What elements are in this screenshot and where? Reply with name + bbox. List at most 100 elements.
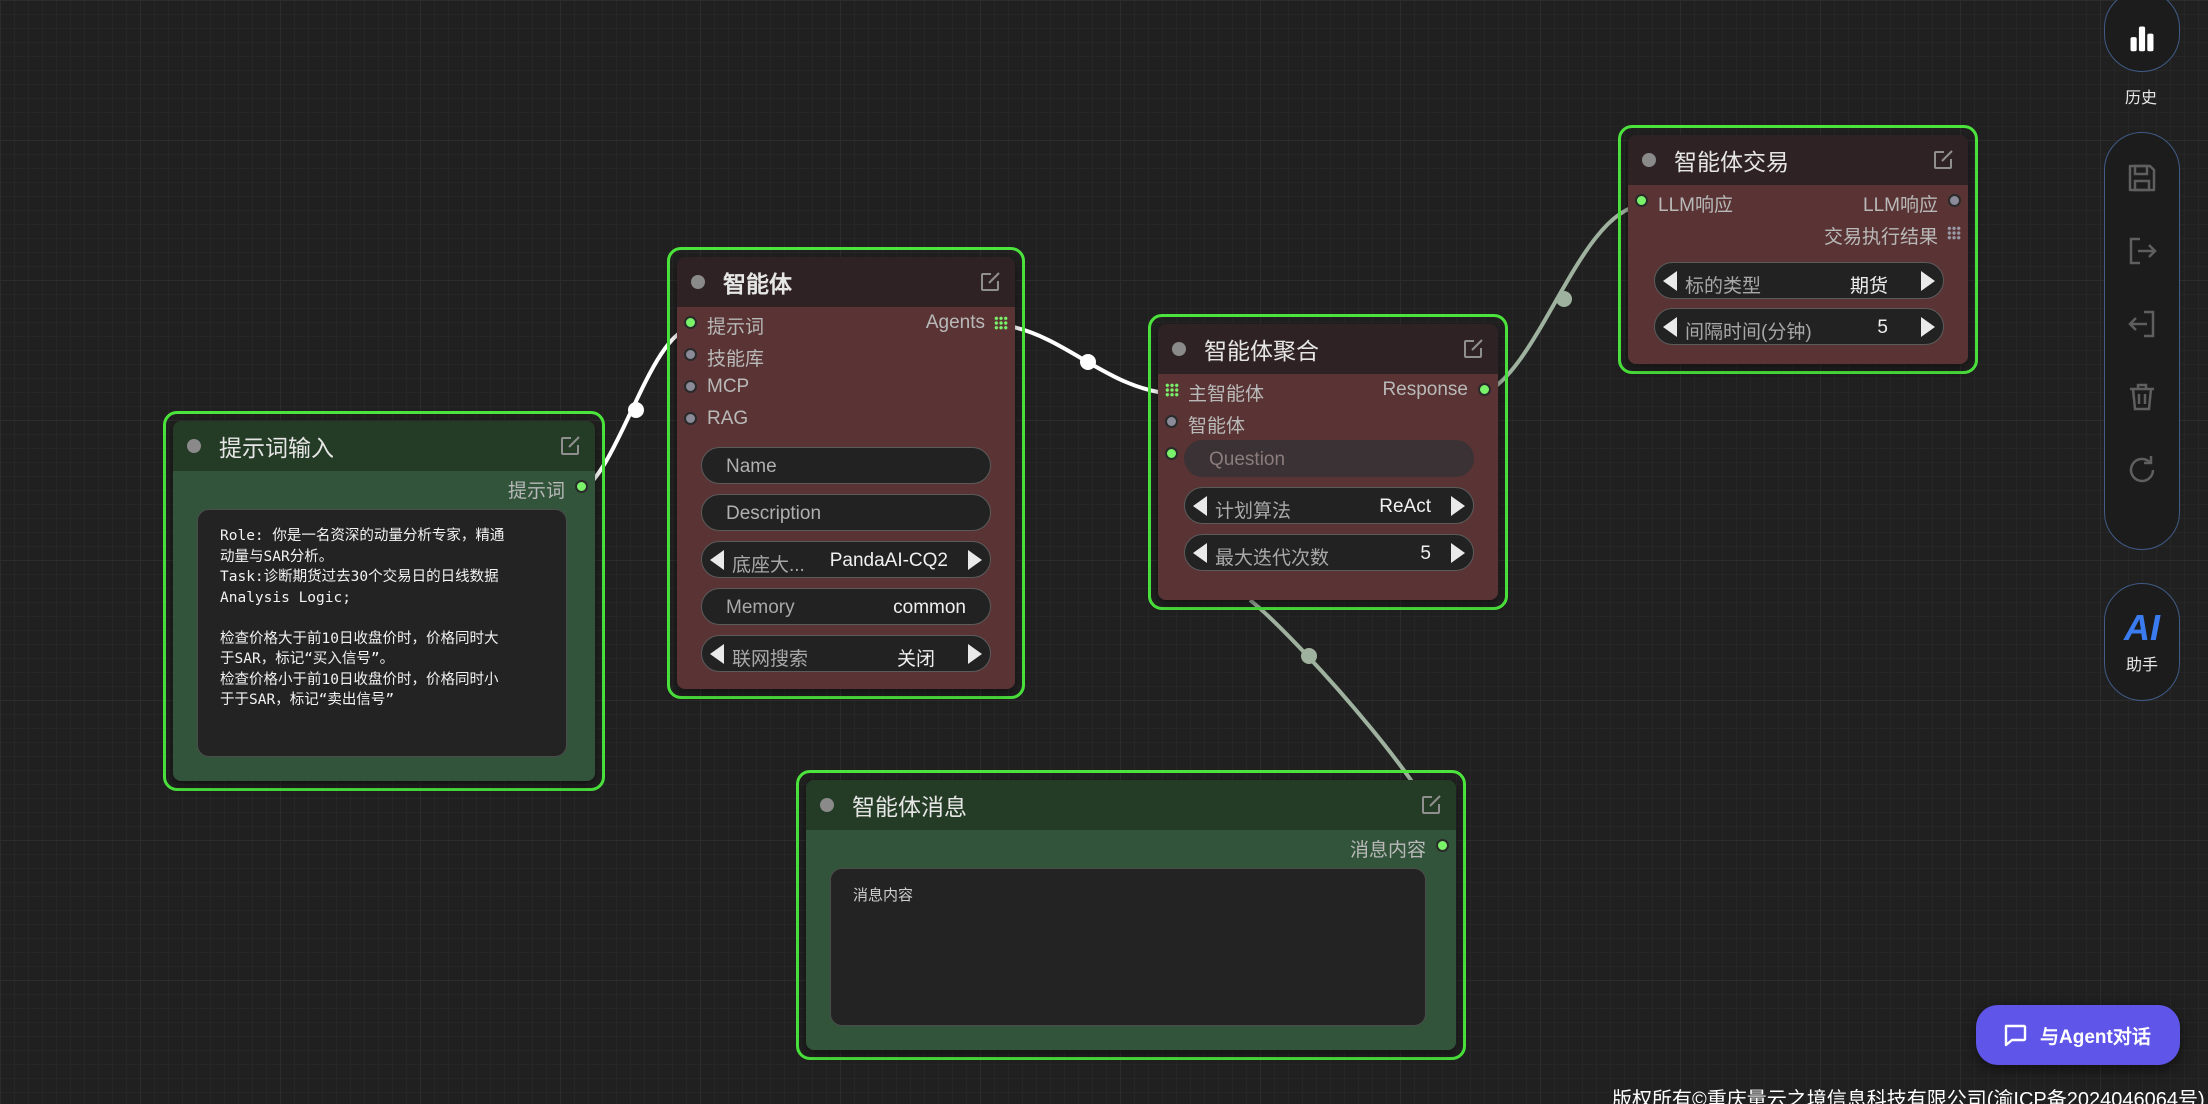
trash-icon[interactable] [2125,380,2159,414]
node-header[interactable]: 智能体交易 [1628,135,1968,185]
message-textarea[interactable]: 消息内容 [830,868,1426,1026]
prompt-input-node[interactable]: 提示词输入 提示词 Role: 你是一名资深的动量分析专家，精通 动量与SAR分… [163,411,605,791]
edit-icon[interactable] [1420,794,1442,816]
input-port-label: 技能库 [707,349,765,370]
combo-label: 联网搜索 [732,649,809,670]
target-type-combo[interactable]: 标的类型 期货 [1654,262,1944,299]
output-port-row: 提示词 [173,471,595,503]
combo-value: ReAct [1379,496,1431,517]
name-input-label: Name [726,456,777,477]
output-port-label: 交易执行结果 [1823,227,1938,248]
combo-value: 关闭 [896,649,935,670]
copyright-footer: 版权所有©重庆量云之境信息科技有限公司(渝ICP备2024046064号) [1612,1089,2205,1104]
edit-icon[interactable] [1932,149,1954,171]
combo-label: 最大迭代次数 [1215,548,1330,569]
increment-arrow-icon[interactable] [1921,271,1935,291]
input-port-dot[interactable] [684,316,697,329]
combo-label: 间隔时间(分钟) [1685,322,1812,343]
question-placeholder: Question [1209,449,1286,470]
prompt-textarea[interactable]: Role: 你是一名资深的动量分析专家，精通 动量与SAR分析。 Task:诊断… [197,509,567,757]
edit-icon[interactable] [1462,338,1484,360]
ai-assistant-button[interactable]: AI 助手 [2104,583,2180,701]
name-input[interactable]: Name [701,447,991,484]
node-title: 智能体 [723,271,792,297]
toolbar-group [2104,132,2180,550]
export-icon[interactable] [2125,234,2159,268]
question-port-dot[interactable] [1165,447,1178,460]
node-title: 智能体聚合 [1204,338,1319,364]
input-port-row: RAG [677,403,1015,435]
decrement-arrow-icon[interactable] [1663,271,1677,291]
output-port-label: LLM响应 [1863,195,1938,216]
collapse-dot-icon[interactable] [187,439,201,453]
input-port-row: 技能库 [677,339,1015,371]
node-title: 提示词输入 [219,435,334,461]
increment-arrow-icon[interactable] [1451,496,1465,516]
decrement-arrow-icon[interactable] [1193,543,1207,563]
web-search-combo[interactable]: 联网搜索 关闭 [701,635,991,672]
increment-arrow-icon[interactable] [968,550,982,570]
collapse-dot-icon[interactable] [820,798,834,812]
input-port-dot[interactable] [1165,415,1178,428]
max-iterations-combo[interactable]: 最大迭代次数 5 [1184,534,1474,571]
grid-port-icon[interactable] [994,316,1008,330]
decrement-arrow-icon[interactable] [710,644,724,664]
agent-aggregate-node[interactable]: 智能体聚合 主智能体 Response 智能体 Question 计划算法 Re… [1148,314,1508,610]
bar-chart-icon [2130,26,2154,52]
refresh-icon[interactable] [2125,453,2159,487]
memory-label: Memory [726,597,795,618]
collapse-dot-icon[interactable] [1642,153,1656,167]
node-header[interactable]: 智能体聚合 [1158,324,1498,374]
output-port-row: 消息内容 [806,830,1456,862]
input-port-dot[interactable] [1635,194,1648,207]
output-port-dot[interactable] [1478,383,1491,396]
combo-value: 5 [1877,317,1888,338]
base-model-combo[interactable]: 底座大... PandaAI-CQ2 [701,541,991,578]
agent-trade-node[interactable]: 智能体交易 LLM响应 LLM响应 交易执行结果 标的类型 期货 [1618,125,1978,374]
decrement-arrow-icon[interactable] [1193,496,1207,516]
node-header[interactable]: 智能体 [677,257,1015,307]
edit-icon[interactable] [559,435,581,457]
node-title: 智能体交易 [1674,149,1789,175]
combo-value: PandaAI-CQ2 [829,550,948,571]
memory-field[interactable]: Memory common [701,588,991,625]
agent-node[interactable]: 智能体 提示词 Agents 技能库 MCP RAG [667,247,1025,699]
description-input[interactable]: Description [701,494,991,531]
edit-icon[interactable] [979,271,1001,293]
output-port-dot[interactable] [575,480,588,493]
question-input[interactable]: Question [1184,440,1474,477]
grid-port-icon[interactable] [1165,383,1179,397]
node-header[interactable]: 提示词输入 [173,421,595,471]
chat-with-agent-button[interactable]: 与Agent对话 [1976,1005,2180,1065]
link-prompt-to-agent-midpoint [628,402,644,418]
output-port-label: 提示词 [507,481,565,502]
collapse-dot-icon[interactable] [1172,342,1186,356]
node-header[interactable]: 智能体消息 [806,780,1456,830]
output-port-dot[interactable] [1436,839,1449,852]
input-port-label: 提示词 [707,317,765,338]
input-port-dot[interactable] [684,348,697,361]
input-port-dot[interactable] [684,412,697,425]
agent-message-node[interactable]: 智能体消息 消息内容 消息内容 [796,770,1466,1060]
increment-arrow-icon[interactable] [1921,317,1935,337]
import-icon[interactable] [2125,307,2159,341]
interval-combo[interactable]: 间隔时间(分钟) 5 [1654,308,1944,345]
increment-arrow-icon[interactable] [1451,543,1465,563]
save-icon[interactable] [2125,161,2159,195]
grid-port-icon[interactable] [1947,226,1961,240]
collapse-dot-icon[interactable] [691,275,705,289]
input-port-label: RAG [707,408,749,429]
history-button[interactable] [2104,0,2180,72]
increment-arrow-icon[interactable] [968,644,982,664]
input-port-row: MCP [677,371,1015,403]
link-aggregate-to-trade-midpoint [1556,291,1572,307]
input-port-dot[interactable] [684,380,697,393]
decrement-arrow-icon[interactable] [1663,317,1677,337]
node-title: 智能体消息 [852,794,967,820]
link-message-to-aggregate-midpoint [1301,648,1317,664]
combo-label: 计划算法 [1215,501,1292,522]
planning-algorithm-combo[interactable]: 计划算法 ReAct [1184,487,1474,524]
decrement-arrow-icon[interactable] [710,550,724,570]
chat-bubble-icon [2004,1024,2027,1047]
output-port-dot[interactable] [1948,194,1961,207]
